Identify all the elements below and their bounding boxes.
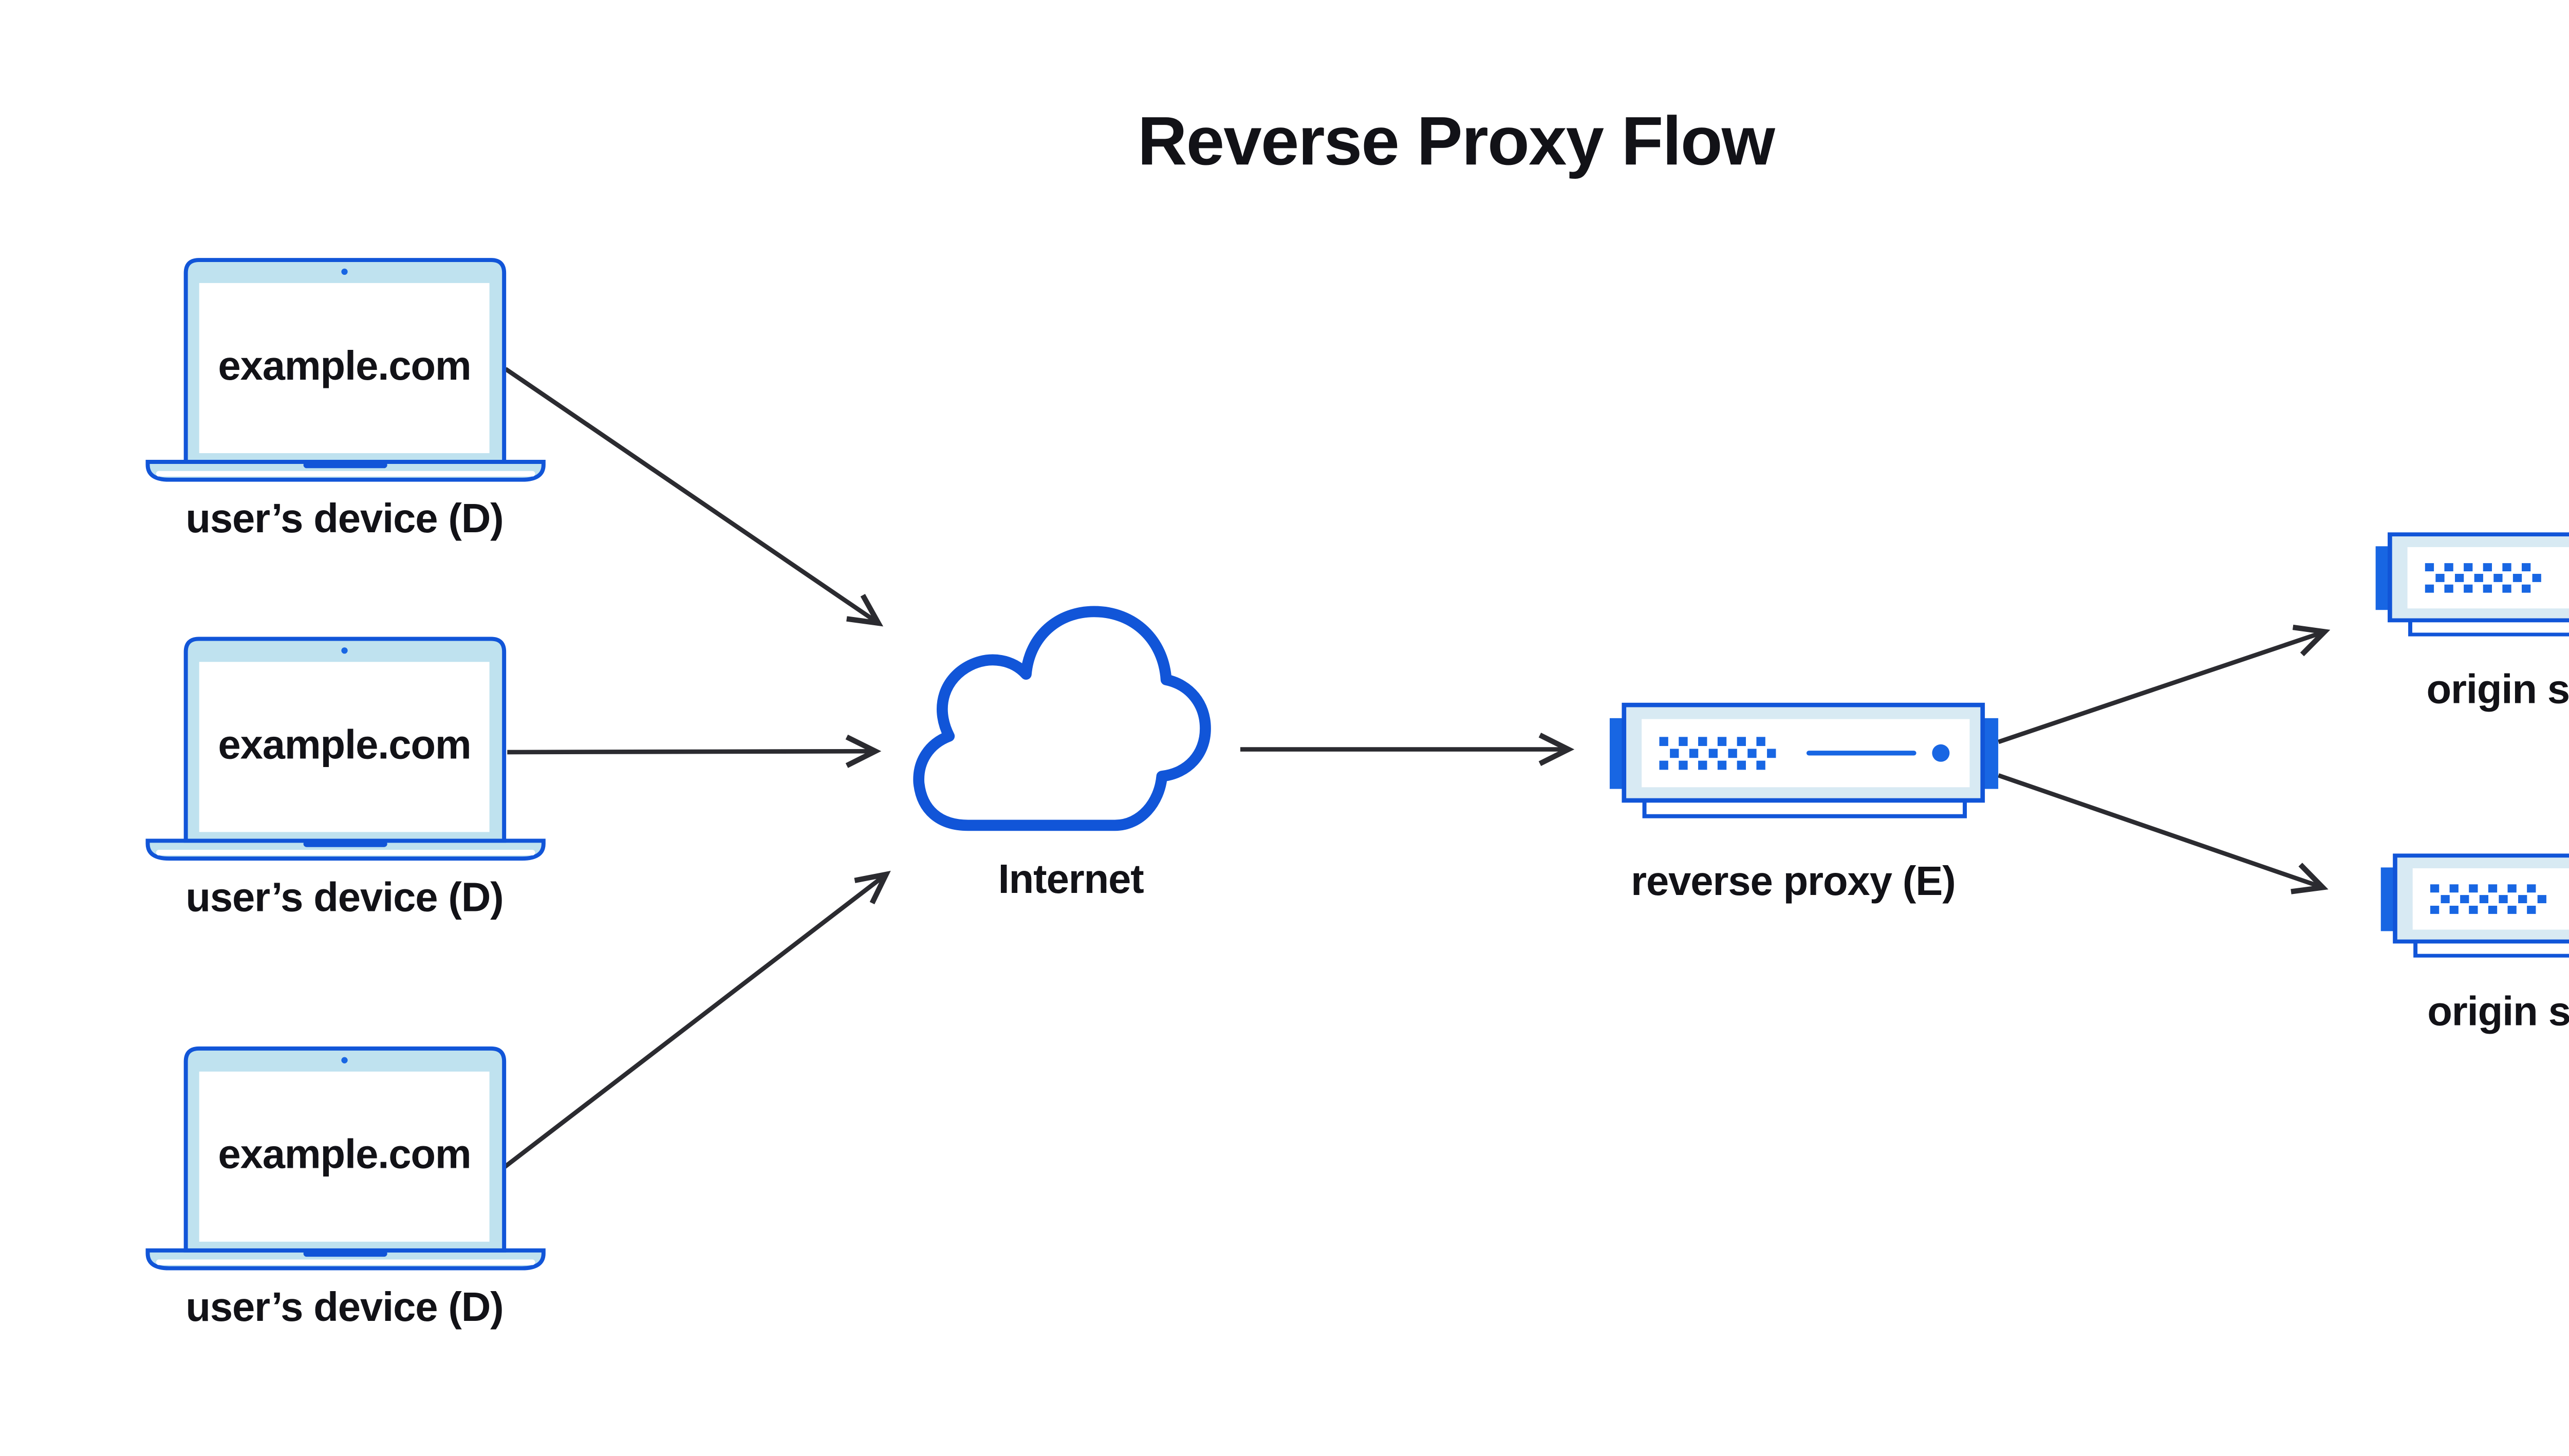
page-title: Reverse Proxy Flow [1138, 103, 1776, 179]
reverse-proxy-label: reverse proxy (E) [1631, 858, 1956, 904]
device2-screen-url: example.com [218, 721, 471, 767]
arrow-device3-to-internet [502, 870, 891, 1169]
device1-label: user’s device (D) [185, 495, 503, 541]
arrow-proxy-to-origin2 [1998, 773, 2329, 894]
arrow-device2-to-internet [507, 734, 882, 768]
device3-screen-url: example.com [218, 1131, 471, 1177]
arrow-proxy-to-origin1 [1998, 624, 2331, 744]
origin-server2-label: origin server (F) [2427, 988, 2569, 1034]
cloud-icon-internet [913, 606, 1211, 831]
device2-label: user’s device (D) [185, 874, 503, 920]
device3-label: user’s device (D) [185, 1284, 503, 1330]
internet-label: Internet [998, 856, 1144, 902]
arrow-device1-to-internet [504, 367, 884, 627]
server-icon-origin1 [2376, 534, 2569, 634]
device1-screen-url: example.com [218, 343, 471, 388]
origin-server1-label: origin server (F) [2426, 666, 2569, 712]
server-icon-origin2 [2381, 855, 2569, 956]
flow-arrows [502, 367, 2331, 1169]
server-icon-reverse-proxy [1610, 705, 1998, 816]
